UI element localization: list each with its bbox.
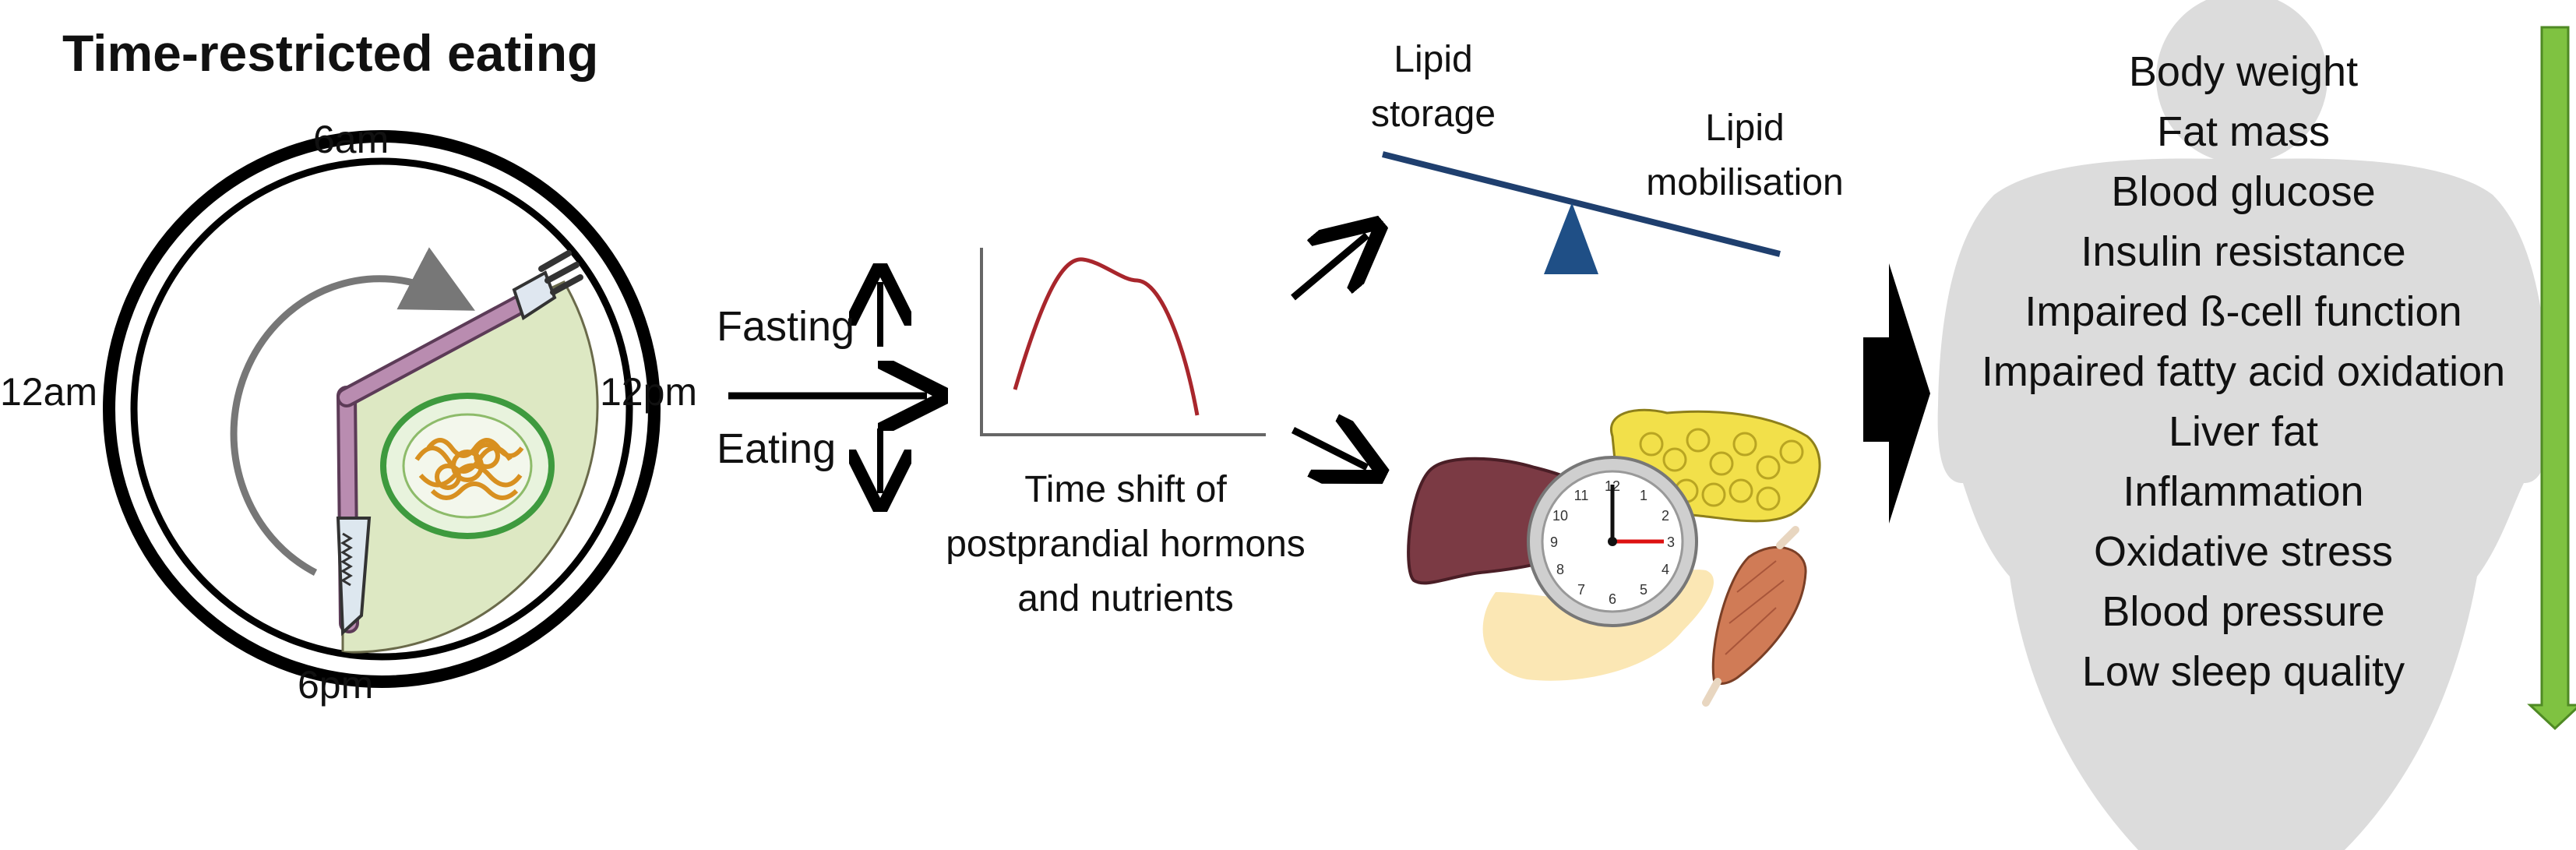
hormone-caption-line: and nutrients [1017,578,1234,619]
knife-icon [336,517,372,637]
hormone-caption-line: postprandial hormons [946,524,1306,565]
lipid-mobilisation-line: Lipid [1705,108,1785,149]
svg-text:4: 4 [1662,562,1669,577]
clock-label-6am: 6am [313,118,389,161]
outcome-item: Impaired fatty acid oxidation [1981,348,2506,395]
outcome-item: Oxidative stress [2093,528,2394,575]
outcome-item: Body weight [2128,48,2359,95]
lipid-mobilisation-line: mobilisation [1646,162,1844,203]
down-diagonal-arrow-icon [1291,430,1367,467]
lipid-storage-line: storage [1370,93,1496,135]
svg-text:8: 8 [1556,562,1564,577]
up-diagonal-arrow-icon [1291,235,1367,301]
clock-label-12am: 12am [0,370,98,414]
fasting-arc-icon [230,247,475,576]
result-chevron-icon [1863,263,1930,524]
hormone-caption-line: Time shift of [1024,469,1227,510]
lipid-storage-label: Lipid storage [1351,33,1515,142]
clock-label-12pm: 12pm [600,370,698,414]
pasta-plate-icon [380,393,555,539]
hormone-curve [1013,257,1200,416]
seesaw-icon [1382,151,1781,274]
clock-plate-icon [103,130,661,688]
page-title: Time-restricted eating [62,24,599,82]
svg-text:3: 3 [1667,534,1675,550]
svg-text:9: 9 [1550,534,1558,550]
hormone-curve-plot [980,248,1266,436]
person-silhouette-icon [1937,0,2550,850]
decrease-arrow-icon [2527,26,2576,731]
lipid-mobilisation-label: Lipid mobilisation [1620,101,1869,210]
fasting-label: Fasting [717,303,855,350]
outcome-item: Impaired ß-cell function [2025,288,2462,335]
outcome-item: Inflammation [2123,468,2364,515]
hormone-caption: Time shift of postprandial hormons and n… [880,463,1371,626]
svg-text:10: 10 [1552,508,1568,524]
clock-label-6pm: 6pm [298,663,374,707]
svg-text:2: 2 [1662,508,1669,524]
eating-label: Eating [717,425,837,472]
outcome-item: Blood glucose [2111,168,2376,215]
svg-text:11: 11 [1574,488,1589,503]
muscle-icon [1702,526,1807,707]
svg-text:6: 6 [1609,591,1616,607]
outcome-list: Body weight Fat mass Blood glucose Insul… [1932,42,2555,702]
lipid-storage-line: Lipid [1394,39,1473,80]
svg-text:5: 5 [1640,582,1647,598]
outcome-item: Blood pressure [2102,588,2385,635]
outcome-item: Fat mass [2156,108,2331,155]
outcome-item: Insulin resistance [2081,228,2406,275]
outcome-item: Liver fat [2168,408,2319,455]
svg-text:7: 7 [1577,582,1585,598]
outcome-item: Low sleep quality [2081,648,2405,695]
svg-text:1: 1 [1640,488,1647,503]
